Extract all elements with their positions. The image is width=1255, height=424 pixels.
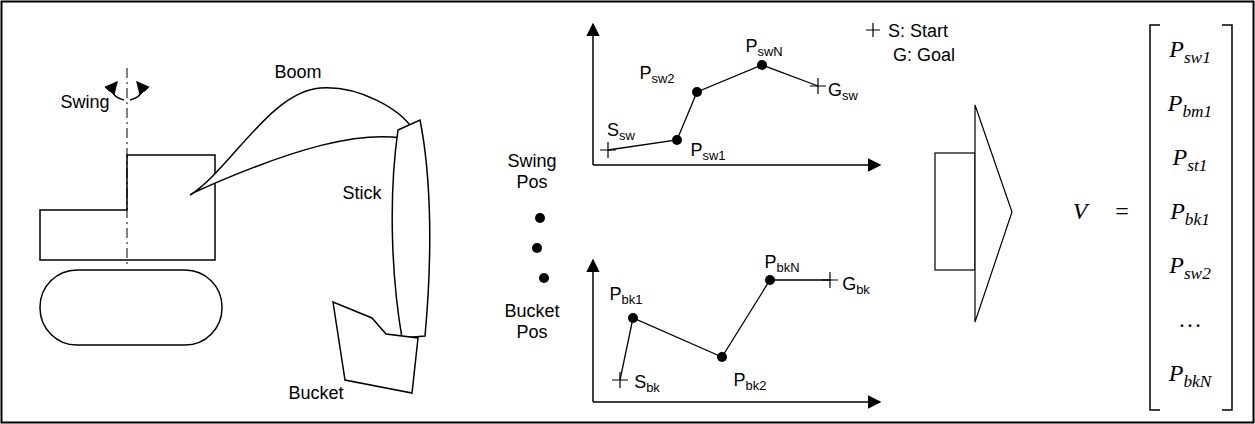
equals-sign: = bbox=[1115, 198, 1129, 226]
main-letter: S bbox=[634, 372, 646, 392]
main-letter: P bbox=[1170, 198, 1185, 224]
subscript: st1 bbox=[1187, 156, 1207, 175]
point-label: Sbk bbox=[634, 372, 660, 393]
via-point bbox=[757, 60, 767, 70]
plot-axis bbox=[592, 24, 594, 165]
main-letter: P bbox=[639, 63, 651, 83]
matrix-bracket bbox=[1222, 25, 1232, 410]
subscript: sw2 bbox=[1184, 264, 1211, 283]
subscript: sw1 bbox=[1184, 48, 1211, 67]
point-label: Ssw bbox=[607, 120, 635, 141]
subscript: bkN bbox=[1183, 372, 1211, 391]
vector-entry: … bbox=[1178, 306, 1202, 334]
ellipsis-dot bbox=[532, 243, 542, 253]
plus-marker bbox=[822, 272, 838, 288]
bucket-shape bbox=[333, 302, 418, 393]
boom-shape bbox=[190, 88, 412, 195]
via-point bbox=[765, 275, 775, 285]
main-letter: G bbox=[842, 274, 856, 294]
via-point bbox=[692, 87, 702, 97]
point-label: Gbk bbox=[842, 274, 870, 295]
subscript: bk bbox=[856, 282, 870, 297]
main-letter: P bbox=[610, 284, 622, 304]
main-letter: S bbox=[607, 120, 619, 140]
plus-marker bbox=[600, 142, 616, 158]
main-letter: P bbox=[1169, 36, 1184, 62]
swing-arrow bbox=[130, 82, 141, 100]
axis-label: Bucket Pos bbox=[500, 301, 564, 342]
plot-axis bbox=[593, 401, 880, 403]
part-name: Bucket bbox=[288, 383, 343, 404]
subscript: sw bbox=[619, 128, 635, 143]
legend-note: S: Start bbox=[888, 21, 948, 42]
main-letter: P bbox=[690, 140, 702, 160]
plot-axis bbox=[592, 260, 594, 402]
main-letter: P bbox=[745, 36, 757, 56]
subscript: bk2 bbox=[746, 378, 767, 393]
swing-arrow bbox=[113, 82, 124, 100]
stick-shape bbox=[392, 120, 430, 338]
point-label: Gsw bbox=[828, 80, 858, 101]
vector-entry: Pbk1 bbox=[1170, 198, 1210, 226]
main-letter: P bbox=[1169, 360, 1184, 386]
point-label: Pbk2 bbox=[734, 370, 767, 391]
arrow-shape bbox=[975, 105, 1012, 322]
legend-note: G: Goal bbox=[893, 45, 955, 66]
subscript: bk1 bbox=[622, 292, 643, 307]
point-label: PswN bbox=[745, 36, 782, 57]
point-label: Pbk1 bbox=[610, 284, 643, 305]
vector-entry: Psw1 bbox=[1169, 36, 1211, 64]
swing-axis bbox=[127, 68, 128, 268]
subscript: swN bbox=[757, 44, 782, 59]
subscript: bm1 bbox=[1182, 102, 1212, 121]
axis-label: Swing Pos bbox=[500, 151, 564, 192]
point-label: Psw1 bbox=[690, 140, 725, 161]
vector-entry: Pst1 bbox=[1173, 144, 1208, 172]
part-name: Stick bbox=[342, 183, 381, 204]
subscript: bkN bbox=[776, 260, 799, 275]
point-label: Psw2 bbox=[639, 63, 674, 84]
subscript: sw1 bbox=[702, 148, 725, 163]
main-letter: P bbox=[1169, 252, 1184, 278]
plot-axis bbox=[593, 164, 880, 166]
via-point bbox=[628, 313, 638, 323]
via-point bbox=[672, 135, 682, 145]
ellipsis-dot bbox=[535, 213, 545, 223]
subscript: sw2 bbox=[651, 71, 674, 86]
matrix-bracket bbox=[1150, 25, 1160, 410]
vector-entry: PbkN bbox=[1169, 360, 1211, 388]
track bbox=[40, 270, 222, 345]
part-name: Swing bbox=[60, 92, 109, 113]
vector-entry: Psw2 bbox=[1169, 252, 1211, 280]
point-label: PbkN bbox=[764, 252, 799, 273]
subscript: bk1 bbox=[1185, 210, 1210, 229]
subscript: bk bbox=[646, 380, 660, 395]
trajectory-line bbox=[620, 280, 830, 380]
vector-name: V bbox=[1073, 198, 1088, 226]
plus-marker bbox=[612, 372, 628, 388]
vector-entry: Pbm1 bbox=[1168, 90, 1212, 118]
ellipsis-dot bbox=[539, 273, 549, 283]
main-letter: G bbox=[828, 80, 842, 100]
arrow-shape bbox=[935, 153, 975, 270]
plus-marker bbox=[810, 78, 826, 94]
part-name: Boom bbox=[274, 62, 321, 83]
via-point bbox=[717, 352, 727, 362]
main-letter: P bbox=[1173, 144, 1188, 170]
main-letter: P bbox=[1168, 90, 1183, 116]
main-letter: P bbox=[764, 252, 776, 272]
plus-marker bbox=[866, 23, 880, 37]
main-letter: P bbox=[734, 370, 746, 390]
subscript: sw bbox=[842, 88, 858, 103]
